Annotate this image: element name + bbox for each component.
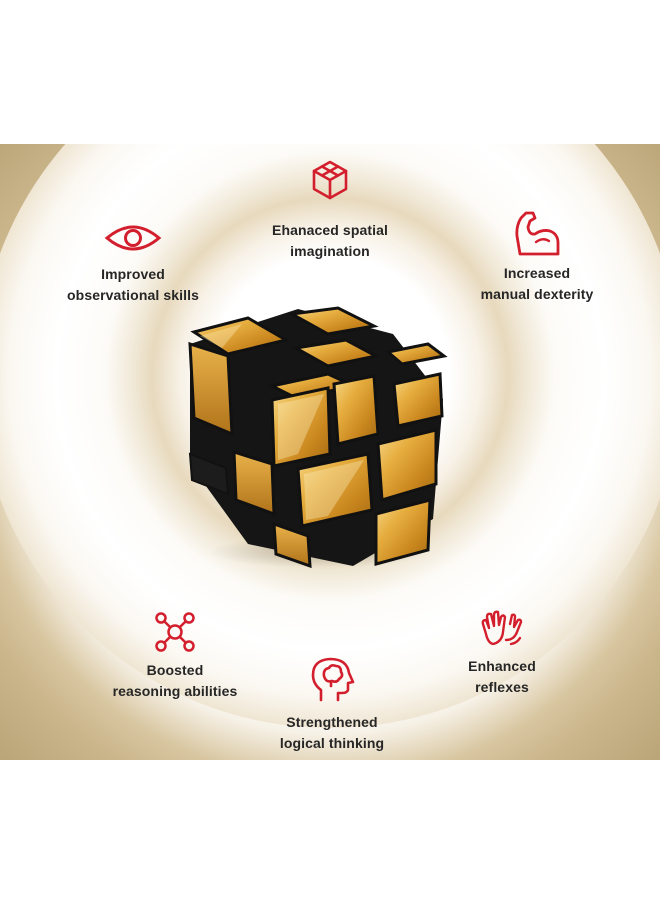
- feature-label-line2: manual dexterity: [480, 286, 594, 302]
- feature-reflexes: Enhanced reflexes: [452, 610, 552, 698]
- network-nodes-icon: [155, 612, 195, 652]
- mirror-cube-image: [188, 306, 448, 569]
- feature-label-line1: Enhanced: [468, 658, 536, 674]
- eye-icon: [104, 225, 162, 251]
- waving-hands-icon: [481, 610, 523, 646]
- cube-top-pieces: [190, 306, 448, 400]
- flexed-arm-icon: [515, 211, 560, 256]
- feature-label-line1: Boosted: [146, 662, 204, 678]
- feature-label-line1: Increased: [503, 265, 571, 281]
- feature-label-line2: imagination: [290, 243, 370, 259]
- cube-front-pieces: [270, 372, 444, 566]
- feature-spatial-imagination: Ehanaced spatial imagination: [230, 159, 430, 262]
- cube-left-pieces: [188, 341, 312, 569]
- cube-icon: [312, 160, 348, 200]
- feature-label-line1: Improved: [101, 266, 165, 282]
- feature-label-line1: Ehanaced spatial: [272, 222, 388, 238]
- infographic-panel: Ehanaced spatial imagination Improved ob…: [0, 144, 660, 760]
- feature-observational-skills: Improved observational skills: [50, 220, 216, 306]
- feature-label-line2: logical thinking: [279, 735, 385, 751]
- feature-logical-thinking: Strengthened logical thinking: [262, 656, 402, 754]
- feature-label-line2: reflexes: [475, 679, 529, 695]
- feature-reasoning-abilities: Boosted reasoning abilities: [95, 610, 255, 702]
- feature-label-line2: reasoning abilities: [112, 683, 238, 699]
- feature-label-line1: Strengthened: [286, 714, 378, 730]
- head-brain-icon: [311, 657, 355, 702]
- feature-label-line2: observational skills: [67, 287, 199, 303]
- feature-manual-dexterity: Increased manual dexterity: [462, 210, 612, 305]
